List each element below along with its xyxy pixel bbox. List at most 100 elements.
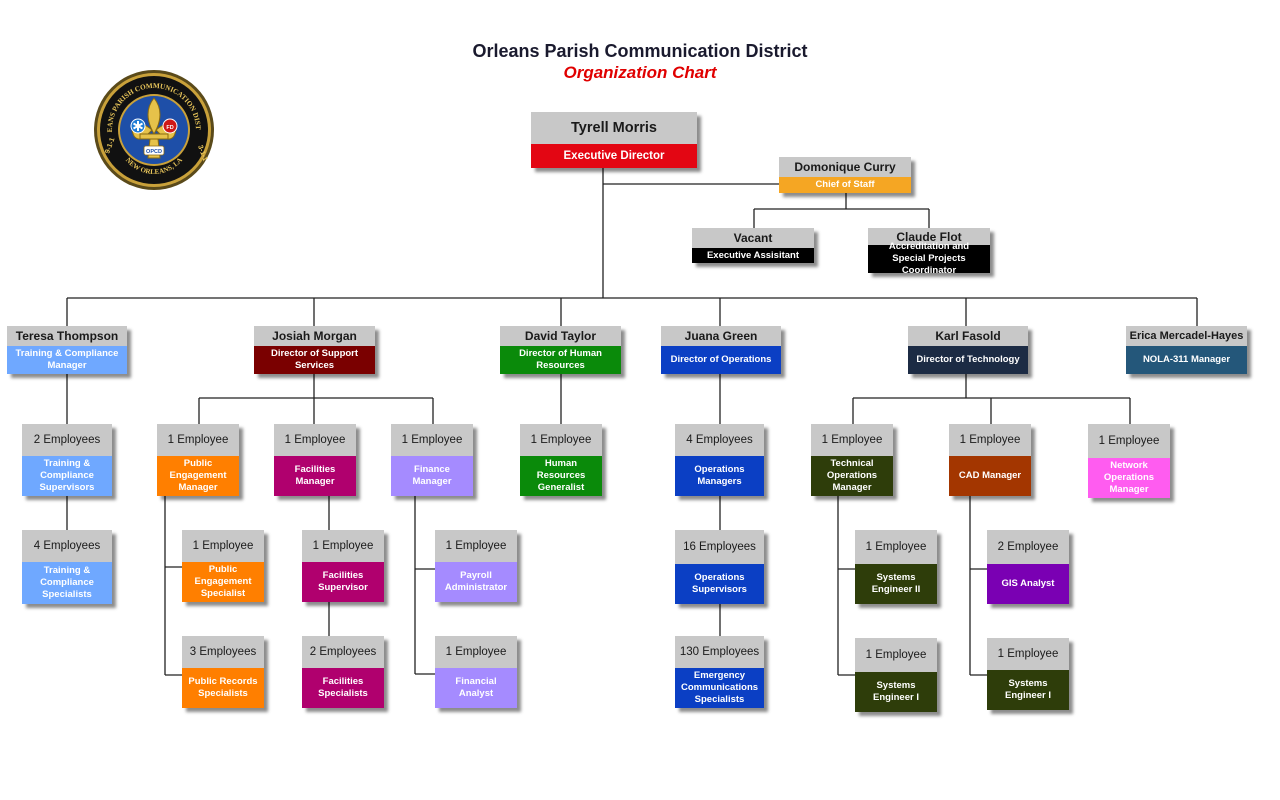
node-count: 1 Employee <box>391 424 473 456</box>
node-cad-manager[interactable]: 1 Employee CAD Manager <box>949 424 1031 496</box>
chart-title: Orleans Parish Communication District <box>472 41 808 61</box>
node-name: Teresa Thompson <box>7 326 127 346</box>
node-title: Director of Operations <box>661 346 781 374</box>
node-director-support-services[interactable]: Josiah Morgan Director of Support Servic… <box>254 326 375 374</box>
fire-dept-icon <box>162 118 178 134</box>
opcd-badge-text: OPCD <box>146 149 162 155</box>
node-title: Executive Director <box>531 144 697 168</box>
node-technical-operations-manager[interactable]: 1 Employee Technical Operations Manager <box>811 424 893 496</box>
node-title: Finance Manager <box>391 456 473 496</box>
node-title: Accreditation and Special Projects Coord… <box>868 241 990 276</box>
node-count: 16 Employees <box>675 530 764 564</box>
opcd-badge <box>143 145 165 156</box>
node-name: David Taylor <box>500 326 621 346</box>
node-count: 1 Employee <box>157 424 239 456</box>
node-title: Systems Engineer II <box>855 564 937 604</box>
node-title: GIS Analyst <box>987 564 1069 604</box>
node-title: Director of Technology <box>908 346 1028 374</box>
node-financial-analyst[interactable]: 1 Employee Financial Analyst <box>435 636 517 708</box>
node-count: 1 Employee <box>435 530 517 562</box>
node-title: Public Engagement Specialist <box>182 562 264 602</box>
node-training-compliance-manager[interactable]: Teresa Thompson Training & Compliance Ma… <box>7 326 127 374</box>
node-name: Domonique Curry <box>779 157 911 177</box>
node-count: 1 Employee <box>274 424 356 456</box>
node-director-human-resources[interactable]: David Taylor Director of Human Resources <box>500 326 621 374</box>
node-director-technology[interactable]: Karl Fasold Director of Technology <box>908 326 1028 374</box>
node-count: 1 Employee <box>1088 424 1170 458</box>
node-systems-engineer-ii[interactable]: 1 Employee Systems Engineer II <box>855 530 937 604</box>
node-title: Operations Managers <box>675 456 764 496</box>
node-count: 4 Employees <box>22 530 112 562</box>
node-count: 3 Employees <box>182 636 264 668</box>
node-count: 130 Employees <box>675 636 764 668</box>
node-title: NOLA-311 Manager <box>1126 346 1247 374</box>
node-title: Operations Supervisors <box>675 564 764 604</box>
node-title: Facilities Supervisor <box>302 562 384 602</box>
node-name: Josiah Morgan <box>254 326 375 346</box>
node-payroll-administrator[interactable]: 1 Employee Payroll Administrator <box>435 530 517 602</box>
node-title: Director of Human Resources <box>500 346 621 374</box>
node-title: Director of Support Services <box>254 346 375 374</box>
node-count: 1 Employee <box>855 530 937 564</box>
node-chief-of-staff[interactable]: Domonique Curry Chief of Staff <box>779 157 911 193</box>
node-title: Chief of Staff <box>779 177 911 193</box>
node-training-compliance-supervisors[interactable]: 2 Employees Training & Compliance Superv… <box>22 424 112 496</box>
node-public-engagement-specialist[interactable]: 1 Employee Public Engagement Specialist <box>182 530 264 602</box>
node-finance-manager[interactable]: 1 Employee Finance Manager <box>391 424 473 496</box>
node-facilities-specialists[interactable]: 2 Employees Facilities Specialists <box>302 636 384 708</box>
node-name: Erica Mercadel-Hayes <box>1126 326 1247 346</box>
node-director-operations[interactable]: Juana Green Director of Operations <box>661 326 781 374</box>
node-network-operations-manager[interactable]: 1 Employee Network Operations Manager <box>1088 424 1170 498</box>
node-title: Emergency Communications Specialists <box>675 668 764 708</box>
node-title: Training & Compliance Supervisors <box>22 456 112 496</box>
node-title: Human Resources Generalist <box>520 456 602 496</box>
node-count: 4 Employees <box>675 424 764 456</box>
node-title: Technical Operations Manager <box>811 456 893 496</box>
node-title: Systems Engineer I <box>855 672 937 712</box>
node-title: Public Engagement Manager <box>157 456 239 496</box>
node-name: Vacant <box>692 228 814 248</box>
node-count: 1 Employee <box>302 530 384 562</box>
node-executive-assistant[interactable]: Vacant Executive Assisitant <box>692 228 814 263</box>
node-title: Facilities Specialists <box>302 668 384 708</box>
node-title: CAD Manager <box>949 456 1031 496</box>
node-operations-managers[interactable]: 4 Employees Operations Managers <box>675 424 764 496</box>
node-emergency-communications-specialists[interactable]: 130 Employees Emergency Communications S… <box>675 636 764 708</box>
node-name: Tyrell Morris <box>531 112 697 144</box>
node-facilities-supervisor[interactable]: 1 Employee Facilities Supervisor <box>302 530 384 602</box>
node-public-records-specialists[interactable]: 3 Employees Public Records Specialists <box>182 636 264 708</box>
node-title: Payroll Administrator <box>435 562 517 602</box>
opcd-seal-logo: ORLEANS PARISH COMMUNICATION DISTRICT NE… <box>92 68 214 190</box>
node-title: Network Operations Manager <box>1088 458 1170 498</box>
node-title: Financial Analyst <box>435 668 517 708</box>
chart-header: Orleans Parish Communication District Or… <box>0 40 1280 84</box>
node-facilities-manager[interactable]: 1 Employee Facilities Manager <box>274 424 356 496</box>
node-accreditation-coordinator[interactable]: Claude Flot Accreditation and Special Pr… <box>868 228 990 276</box>
node-title: Training & Compliance Specialists <box>22 562 112 604</box>
node-count: 2 Employee <box>987 530 1069 564</box>
node-count: 1 Employee <box>520 424 602 456</box>
node-name: Karl Fasold <box>908 326 1028 346</box>
chart-subtitle: Organization Chart <box>563 63 717 82</box>
node-gis-analyst[interactable]: 2 Employee GIS Analyst <box>987 530 1069 604</box>
node-title: Facilities Manager <box>274 456 356 496</box>
node-count: 1 Employee <box>949 424 1031 456</box>
node-executive-director[interactable]: Tyrell Morris Executive Director <box>531 112 697 168</box>
node-operations-supervisors[interactable]: 16 Employees Operations Supervisors <box>675 530 764 604</box>
node-nola-311-manager[interactable]: Erica Mercadel-Hayes NOLA-311 Manager <box>1126 326 1247 374</box>
node-hr-generalist[interactable]: 1 Employee Human Resources Generalist <box>520 424 602 496</box>
node-count: 1 Employee <box>855 638 937 672</box>
node-count: 2 Employees <box>302 636 384 668</box>
node-title: Executive Assisitant <box>692 248 814 263</box>
node-training-compliance-specialists[interactable]: 4 Employees Training & Compliance Specia… <box>22 530 112 604</box>
node-name: Juana Green <box>661 326 781 346</box>
node-title: Training & Compliance Manager <box>7 346 127 374</box>
node-systems-engineer-i-a[interactable]: 1 Employee Systems Engineer I <box>855 638 937 712</box>
node-count: 1 Employee <box>435 636 517 668</box>
node-count: 1 Employee <box>182 530 264 562</box>
node-public-engagement-manager[interactable]: 1 Employee Public Engagement Manager <box>157 424 239 496</box>
node-count: 2 Employees <box>22 424 112 456</box>
node-systems-engineer-i-b[interactable]: 1 Employee Systems Engineer I <box>987 638 1069 710</box>
node-name: Claude Flot <box>868 228 990 245</box>
